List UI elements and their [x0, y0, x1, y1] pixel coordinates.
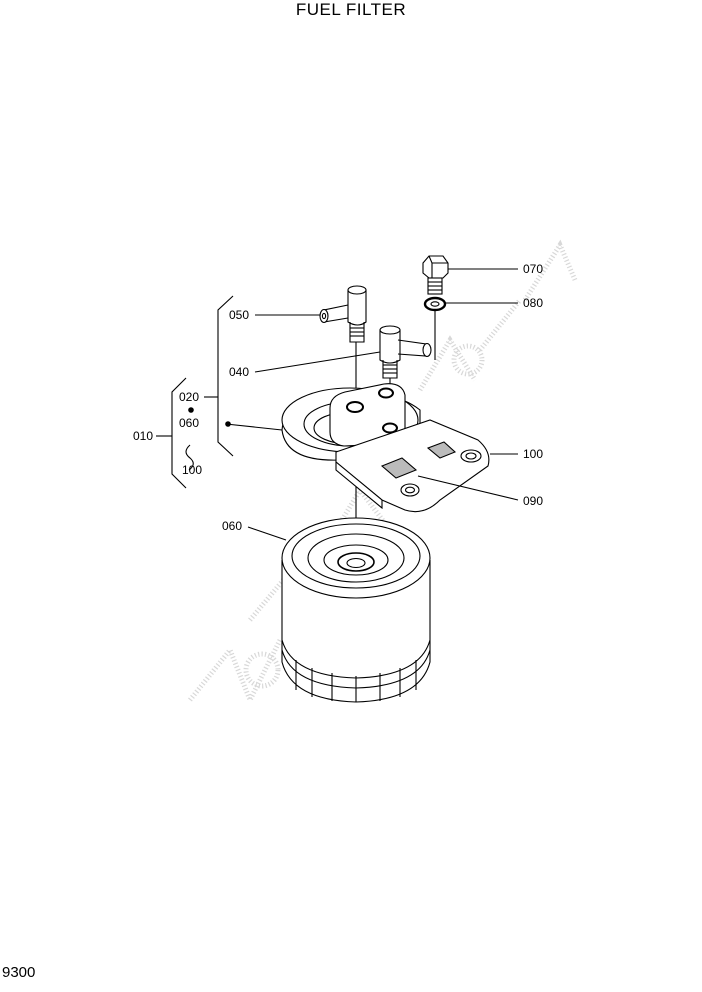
assembly-brace	[156, 295, 234, 489]
elbow-fitting-050	[255, 285, 367, 343]
group-label-020: 020	[179, 390, 199, 404]
elbow-fitting-040	[254, 325, 432, 379]
filter-cartridge-060	[247, 517, 431, 703]
group-label-100: 100	[182, 463, 202, 477]
bolt-070	[422, 255, 518, 295]
filter-head-020	[225, 383, 421, 461]
group-label-060: 060	[179, 416, 199, 430]
assembly-dot-head	[225, 421, 231, 427]
callout-100: 100	[523, 447, 543, 461]
callout-010: 010	[133, 429, 153, 443]
bracket-090	[335, 419, 519, 513]
page-title: FUEL FILTER	[295, 0, 407, 19]
assembly-dot-left	[188, 407, 194, 413]
callout-050: 050	[229, 308, 249, 322]
callout-070: 070	[523, 262, 543, 276]
callout-040: 040	[229, 365, 249, 379]
washer-080	[423, 296, 518, 312]
callout-090: 090	[523, 494, 543, 508]
callout-080: 080	[523, 296, 543, 310]
callout-060: 060	[222, 519, 242, 533]
page-number: 9300	[2, 964, 36, 981]
